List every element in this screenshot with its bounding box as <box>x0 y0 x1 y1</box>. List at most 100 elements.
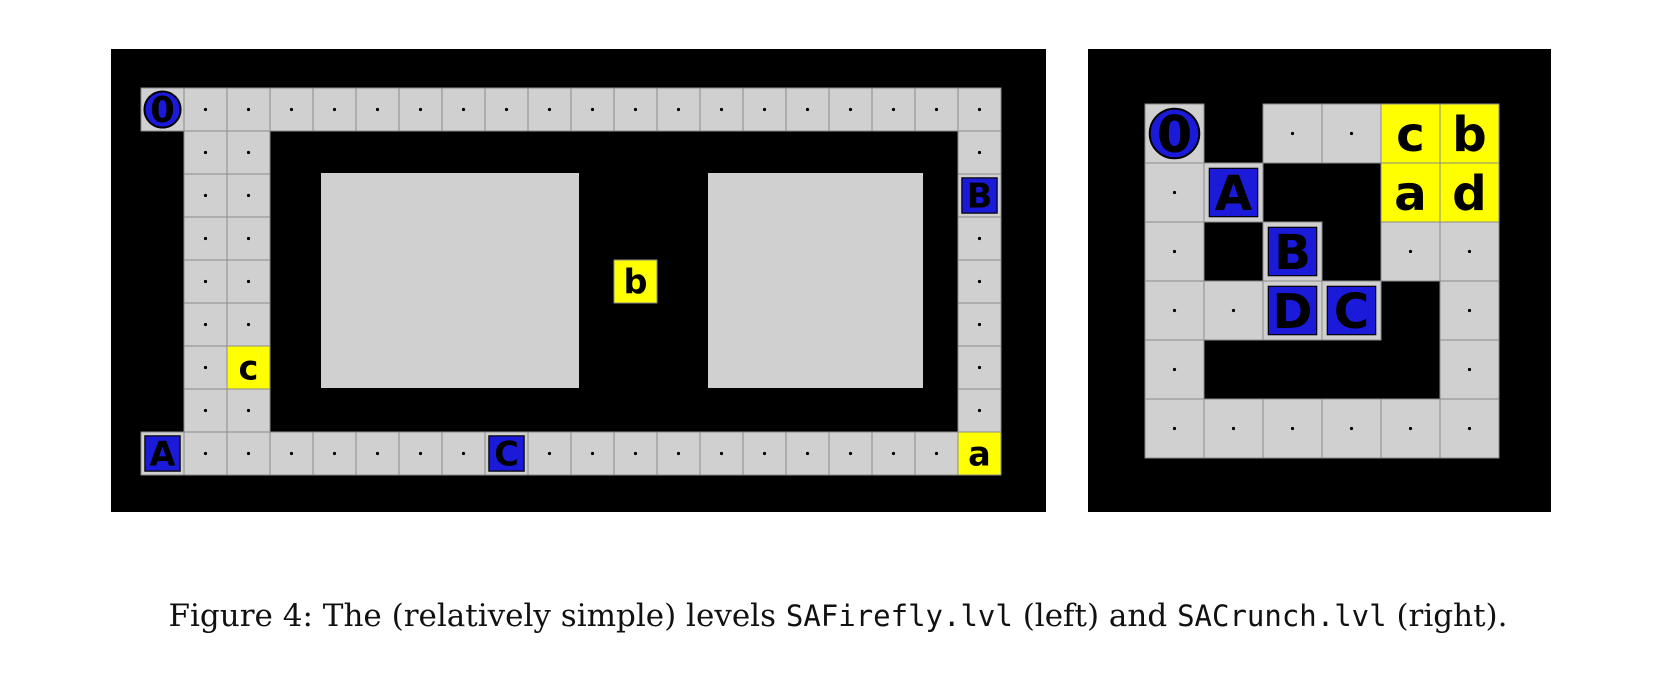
floor-dot <box>1408 249 1413 254</box>
floor-dot <box>891 451 896 456</box>
piece-label: A <box>1215 166 1253 222</box>
floor-dot <box>547 451 552 456</box>
piece-label: C <box>494 435 519 474</box>
agent-piece-C: C <box>484 431 529 476</box>
floor-dot <box>1172 249 1177 254</box>
floor-dot <box>203 193 208 198</box>
target-piece-b: b <box>613 259 658 304</box>
target-piece-c: c <box>226 345 271 390</box>
piece-label: b <box>1452 107 1487 163</box>
piece-label: B <box>1274 225 1311 281</box>
floor-dot <box>1290 426 1295 431</box>
piece-label: 0 <box>150 90 175 131</box>
floor-dot <box>203 279 208 284</box>
floor-dot <box>719 107 724 112</box>
start-piece-0: 0 <box>143 90 182 131</box>
floor-dot <box>1172 426 1177 431</box>
piece-label: A <box>150 435 176 474</box>
start-piece-0: 0 <box>1148 105 1201 164</box>
target-square <box>1439 103 1500 164</box>
floor-dot <box>676 451 681 456</box>
floor-dot <box>1467 367 1472 372</box>
floor-dot <box>891 107 896 112</box>
agent-square <box>488 435 525 472</box>
left-room <box>321 173 579 388</box>
floor-dot <box>1231 426 1236 431</box>
target-piece-b: b <box>1439 103 1500 164</box>
floor-dot <box>332 107 337 112</box>
target-square <box>613 259 658 304</box>
floor-dot <box>977 322 982 327</box>
floor-dot <box>1349 131 1354 136</box>
floor-dot <box>633 451 638 456</box>
floor-dot <box>332 451 337 456</box>
piece-label: B <box>967 177 993 216</box>
right-room <box>708 173 923 388</box>
agent-square <box>1267 285 1318 336</box>
target-square <box>226 345 271 390</box>
floor-dot <box>418 107 423 112</box>
floor-dot <box>246 279 251 284</box>
floor-dot <box>203 408 208 413</box>
floor-dot <box>1172 367 1177 372</box>
piece-label: a <box>968 435 991 474</box>
agent-piece-A: A <box>140 431 185 476</box>
floor-dot <box>719 451 724 456</box>
floor-dot <box>203 322 208 327</box>
floor-dot <box>676 107 681 112</box>
piece-label: c <box>239 349 259 388</box>
floor-cell <box>1380 221 1441 282</box>
floor-dot <box>1349 426 1354 431</box>
target-piece-d: d <box>1439 162 1500 223</box>
piece-label: a <box>1394 166 1427 222</box>
floor-dot <box>375 107 380 112</box>
agent-square <box>1208 167 1259 218</box>
floor-dot <box>977 365 982 370</box>
figure-caption: Figure 4: The (relatively simple) levels… <box>0 598 1676 634</box>
piece-label: b <box>623 263 647 302</box>
floor-cell <box>699 87 744 132</box>
piece-label: c <box>1396 107 1425 163</box>
start-token <box>143 90 182 129</box>
target-square <box>957 431 1002 476</box>
floor-dot <box>977 236 982 241</box>
floor-dot <box>203 451 208 456</box>
floor-dot <box>848 451 853 456</box>
floor-dot <box>977 107 982 112</box>
agent-piece-A: A <box>1203 162 1264 223</box>
floor-dot <box>246 451 251 456</box>
floor-cell <box>226 431 271 476</box>
agent-piece-D: D <box>1262 280 1323 341</box>
floor-dot <box>504 107 509 112</box>
agent-piece-B: B <box>1262 221 1323 282</box>
caption-middle: (left) and <box>1012 598 1178 634</box>
floor-dot <box>203 107 208 112</box>
floor-dot <box>1290 131 1295 136</box>
floor-dot <box>246 236 251 241</box>
floor-dot <box>590 107 595 112</box>
floor-dot <box>246 193 251 198</box>
agent-square <box>1267 226 1318 277</box>
floor-dot <box>1231 308 1236 313</box>
floor-dot <box>289 451 294 456</box>
target-piece-a: a <box>1380 162 1441 223</box>
floor-dot <box>461 451 466 456</box>
floor-dot <box>762 107 767 112</box>
floor-dot <box>418 451 423 456</box>
caption-prefix: Figure 4: The (relatively simple) levels <box>168 598 786 634</box>
floor-dot <box>934 107 939 112</box>
floor-dot <box>547 107 552 112</box>
target-square <box>1439 162 1500 223</box>
floor-dot <box>633 107 638 112</box>
floor-dot <box>289 107 294 112</box>
floor-dot <box>246 150 251 155</box>
caption-file-sacrunch: SACrunch.lvl <box>1177 599 1387 633</box>
target-square <box>1380 162 1441 223</box>
floor-dot <box>590 451 595 456</box>
piece-label: D <box>1272 284 1312 340</box>
floor-dot <box>461 107 466 112</box>
